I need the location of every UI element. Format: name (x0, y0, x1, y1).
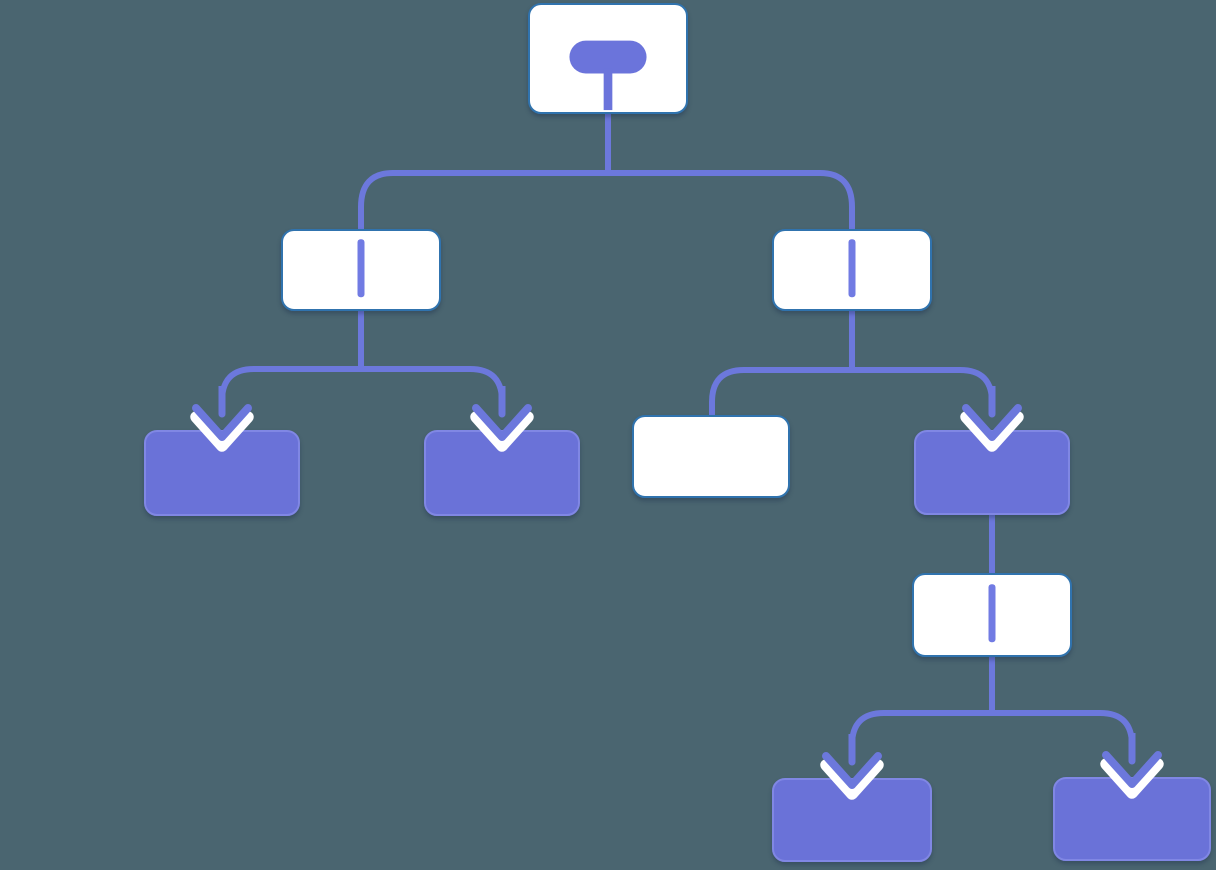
collapse-chevrons-down-icon[interactable] (1096, 733, 1168, 803)
connector-edge-rail3 (709, 367, 995, 418)
collapsed-leaf-node-4[interactable] (772, 734, 932, 862)
branch-through-line (848, 239, 856, 298)
collapse-chevrons-down-icon[interactable] (466, 386, 538, 456)
branch-node-right[interactable] (772, 229, 932, 311)
connector-edge-rail1 (358, 170, 855, 232)
collapsed-leaf-node-2[interactable] (424, 386, 580, 516)
branch-node-left[interactable] (281, 229, 441, 311)
collapse-chevrons-down-icon[interactable] (816, 734, 888, 804)
plain-leaf-node[interactable] (632, 415, 790, 498)
collapse-chevrons-down-icon[interactable] (186, 386, 258, 456)
collapsed-leaf-node-3[interactable] (914, 386, 1070, 515)
collapsed-leaf-node-5[interactable] (1053, 733, 1211, 861)
collapsed-leaf-node-1[interactable] (144, 386, 300, 516)
branch-node-lower[interactable] (912, 573, 1072, 657)
root-node[interactable] (528, 3, 688, 114)
connector-edge-rail4 (849, 710, 1135, 755)
connector-edge-rail2 (219, 366, 505, 411)
collapse-chevrons-down-icon[interactable] (956, 386, 1028, 456)
root-topic-pill-icon (569, 40, 647, 111)
branch-through-line (357, 239, 365, 298)
branch-through-line (988, 584, 996, 643)
